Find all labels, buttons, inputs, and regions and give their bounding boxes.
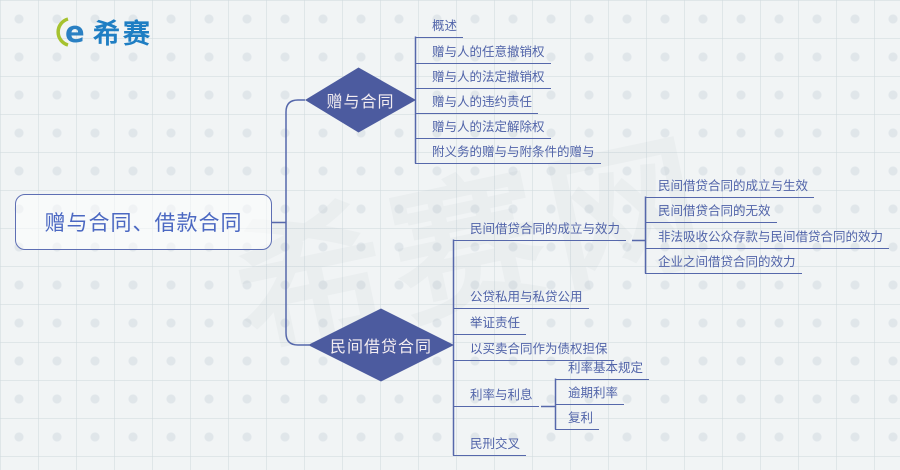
topic-basic-rate-rules[interactable]: 利率基本规定	[555, 358, 650, 380]
connector-root-spine	[285, 99, 309, 346]
topic-overview[interactable]: 概述	[415, 16, 464, 38]
node-gift-contract-label[interactable]: 赠与合同	[326, 92, 395, 111]
topic-donor-arbitrary-revocation[interactable]: 赠与人的任意撤销权	[415, 42, 551, 64]
topic-public-private-loan-use[interactable]: 公贷私用与私贷公用	[453, 287, 589, 309]
topic-donor-breach-liability[interactable]: 赠与人的违约责任	[415, 92, 539, 114]
topic-lending-invalidity[interactable]: 民间借贷合同的无效	[645, 201, 777, 223]
topic-lending-formation-effect[interactable]: 民间借贷合同的成立与生效	[645, 176, 815, 198]
xisai-e-icon: e	[56, 15, 85, 49]
diamond-gift-contract[interactable]	[305, 67, 416, 133]
topic-compound-interest[interactable]: 复利	[555, 408, 600, 430]
topic-donor-statutory-rescission[interactable]: 赠与人的法定解除权	[415, 117, 551, 139]
topic-sales-contract-as-security[interactable]: 以买卖合同作为债权担保	[453, 339, 614, 361]
topic-donor-statutory-revocation[interactable]: 赠与人的法定撤销权	[415, 67, 551, 89]
brand-logo: e 希赛	[56, 12, 153, 51]
svg-text:e: e	[65, 15, 85, 49]
brand-name: 希赛	[93, 19, 153, 50]
topic-interest-rate[interactable]: 利率与利息	[453, 385, 539, 407]
topic-illegal-deposit-absorption[interactable]: 非法吸收公众存款与民间借贷合同的效力	[645, 227, 890, 249]
topic-interenterprise-lending-validity[interactable]: 企业之间借贷合同的效力	[645, 252, 802, 274]
topic-burden-of-proof[interactable]: 举证责任	[453, 313, 527, 335]
topic-civil-criminal-overlap[interactable]: 民刑交叉	[453, 434, 527, 456]
diamond-private-lending[interactable]	[308, 308, 454, 382]
node-private-lending-label[interactable]: 民间借贷合同	[329, 337, 432, 356]
topic-lending-formation-validity[interactable]: 民间借贷合同的成立与效力	[453, 219, 627, 241]
node-root[interactable]: 赠与合同、借款合同	[15, 194, 272, 250]
topic-overdue-rate[interactable]: 逾期利率	[555, 383, 625, 405]
topic-gift-with-obligation[interactable]: 附义务的赠与与附条件的赠与	[415, 142, 601, 164]
